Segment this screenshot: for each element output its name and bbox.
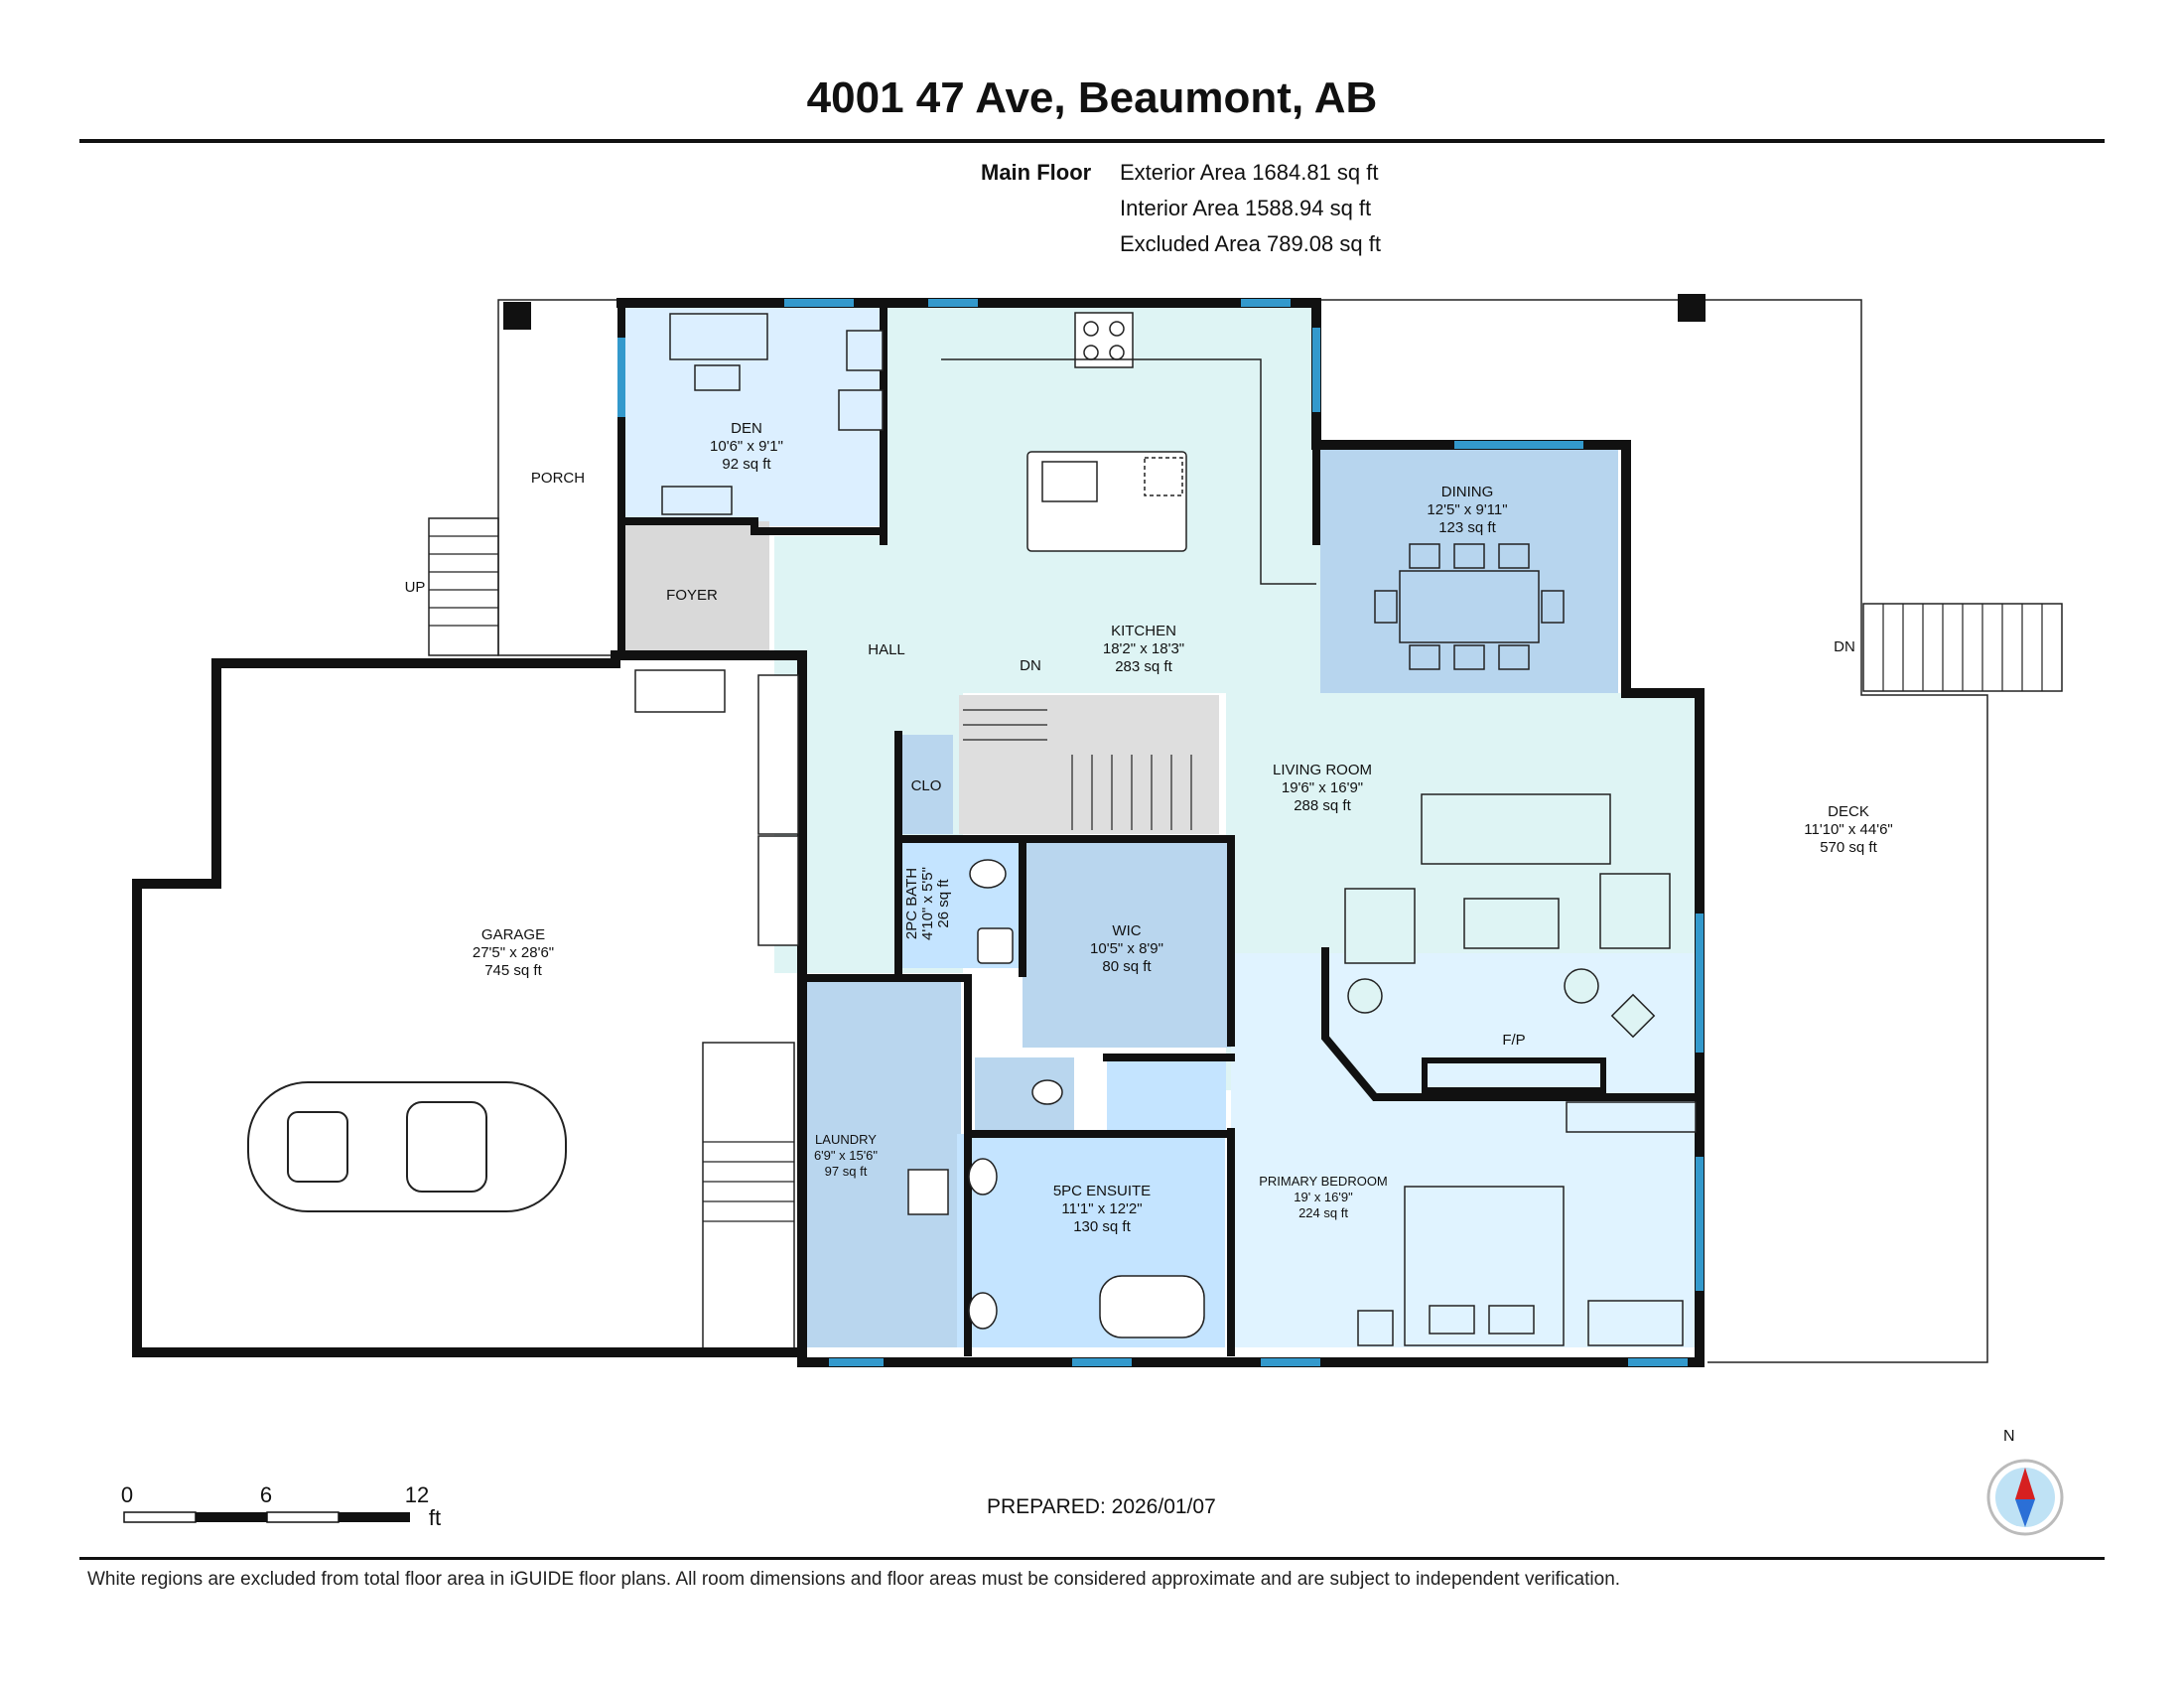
bedroom-furniture [1357,1101,1697,1346]
living-dims: 19'6" x 16'9" [1282,779,1363,796]
exterior-area: Exterior Area 1684.81 sq ft [1120,160,1379,185]
deck-area: 570 sq ft [1820,839,1877,856]
north-compass-icon [1986,1459,2064,1536]
den-dims: 10'6" x 9'1" [710,438,783,455]
scale-bar: 0 6 12 ft [121,1482,441,1530]
stair-fill [959,695,1219,834]
deck-outline [1320,299,1988,1363]
clo-fill [898,735,953,834]
floor-label: Main Floor [981,160,1092,185]
posts [503,294,1706,330]
deck-name: DECK [1828,803,1869,820]
stair-dn-deck-label: DN [1834,638,1855,655]
living-furniture [1344,793,1671,1039]
porch-name: PORCH [531,470,585,487]
dining-furniture [1374,543,1565,670]
living-area: 288 sq ft [1294,797,1351,814]
bath-wic-walls [798,731,1235,1356]
stair-treads [429,535,2043,1222]
garage-dims: 27'5" x 28'6" [473,944,554,961]
laundry-name: LAUNDRY [815,1132,877,1147]
scale-unit: ft [429,1505,441,1530]
interior-area: Interior Area 1588.94 sq ft [1120,196,1372,220]
scale-tick-12: 12 [405,1482,429,1507]
bath2-area: 26 sq ft [935,879,952,928]
dining-name: DINING [1441,484,1494,500]
den-furniture [661,313,884,515]
deck-dims: 11'10" x 44'6" [1804,821,1893,838]
laundry-area: 97 sq ft [825,1164,868,1179]
primary-area: 224 sq ft [1298,1205,1348,1220]
windows [617,299,1704,1366]
wic-name: WIC [1112,922,1141,939]
shower-fill [1107,1057,1226,1132]
wic-fill [1023,839,1231,1048]
bath-fixtures [907,859,1205,1338]
foyer-name: FOYER [666,587,718,604]
garage-cabinets [634,669,799,946]
stair-dn-kitchen-label: DN [1020,657,1041,674]
bath2-name: 2PC BATH [903,868,920,939]
prepared-date: PREPARED: 2026/01/07 [987,1495,1216,1518]
den-name: DEN [731,420,762,437]
bath2-dims: 4'10" x 5'5" [919,867,936,940]
ensuite-dims: 11'1" x 12'2" [1061,1200,1142,1217]
garage-walls [132,658,799,1357]
ensuite-area: 130 sq ft [1073,1218,1131,1235]
garage-name: GARAGE [481,926,545,943]
plan-title: 4001 47 Ave, Beaumont, AB [806,73,1378,122]
primary-name: PRIMARY BEDROOM [1259,1174,1388,1189]
dining-area: 123 sq ft [1438,519,1496,536]
living-name: LIVING ROOM [1273,762,1372,778]
garage-car [247,1081,567,1212]
scale-tick-0: 0 [121,1482,133,1507]
wic-area: 80 sq ft [1102,958,1152,975]
fireplace-label: F/P [1502,1032,1525,1049]
scale-tick-6: 6 [260,1482,272,1507]
disclaimer-text: White regions are excluded from total fl… [87,1569,1621,1590]
hall-name: HALL [868,641,905,658]
kitchen-name: KITCHEN [1111,623,1176,639]
laundry-fill [802,978,961,1347]
footer-rule [79,1557,2105,1560]
compass-north-label: N [2003,1428,2015,1445]
laundry-dims: 6'9" x 15'6" [814,1148,878,1163]
garage-stair [702,1042,795,1351]
room-labels: DEN 10'6" x 9'1" 92 sq ft PORCH FOYER HA… [405,420,1893,1235]
foyer-fill [625,521,769,660]
clo-name: CLO [911,777,942,794]
up-stair [428,517,499,656]
garage-area: 745 sq ft [484,962,542,979]
primary-dims: 19' x 16'9" [1294,1190,1353,1204]
living-lower-wall [1321,947,1704,1101]
wic-dims: 10'5" x 8'9" [1090,940,1163,957]
kitchen-area: 283 sq ft [1115,658,1172,675]
fireplace-box [1422,1057,1606,1093]
den-area: 92 sq ft [722,456,771,473]
ensuite-name: 5PC ENSUITE [1053,1183,1151,1199]
kitchen-dims: 18'2" x 18'3" [1103,640,1184,657]
excluded-area: Excluded Area 789.08 sq ft [1120,231,1381,256]
stair-up-label: UP [405,579,426,596]
dining-dims: 12'5" x 9'11" [1427,501,1507,518]
title-rule [79,139,2105,143]
garage-top-wall [211,650,807,668]
kitchen-fixtures [941,312,1316,585]
